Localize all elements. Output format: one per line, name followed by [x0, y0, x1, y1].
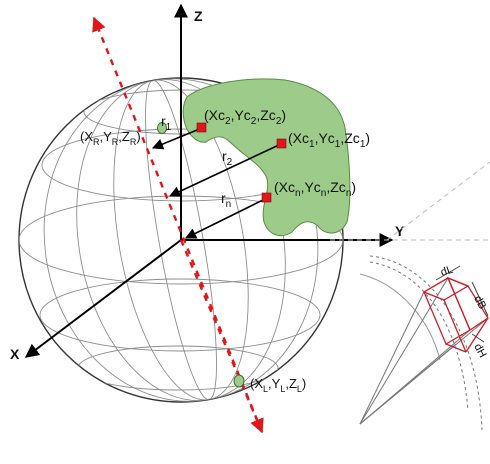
point-cn-label: (Xcn,Ycn,Zcn): [274, 179, 356, 199]
z-axis-label: Z: [194, 8, 203, 24]
x-axis-label: X: [10, 346, 20, 362]
dashed-rotation-axis-tail: [179, 239, 264, 434]
dh-label: dH: [471, 342, 488, 360]
rn-vector: [184, 197, 268, 239]
point-l-marker: [233, 374, 245, 388]
dl-label: dL: [439, 264, 454, 279]
x-axis: [24, 239, 182, 358]
volume-element-detail: [330, 161, 490, 431]
point-c2-marker: [196, 122, 207, 133]
point-c1-label: (Xc1,Yc1,Zc1): [288, 130, 370, 150]
r2-vector: [168, 143, 282, 197]
point-l-label: (XL,YL,ZL): [250, 376, 306, 394]
r1-label: r1: [161, 113, 172, 133]
green-surface-region: [182, 78, 351, 237]
db-label: dB: [471, 294, 488, 312]
point-r-marker: [157, 122, 167, 134]
y-axis-label: Y: [395, 223, 405, 239]
point-cn-marker: [261, 192, 272, 203]
point-r-label: (XR,YR,ZR): [80, 129, 141, 147]
point-c1-marker: [276, 138, 287, 149]
r2-label: r2: [222, 148, 233, 168]
r1-vector: [151, 127, 203, 150]
point-c2-label: (Xc2,Yc2,Zc2): [204, 107, 286, 127]
rn-label: rn: [221, 190, 231, 210]
